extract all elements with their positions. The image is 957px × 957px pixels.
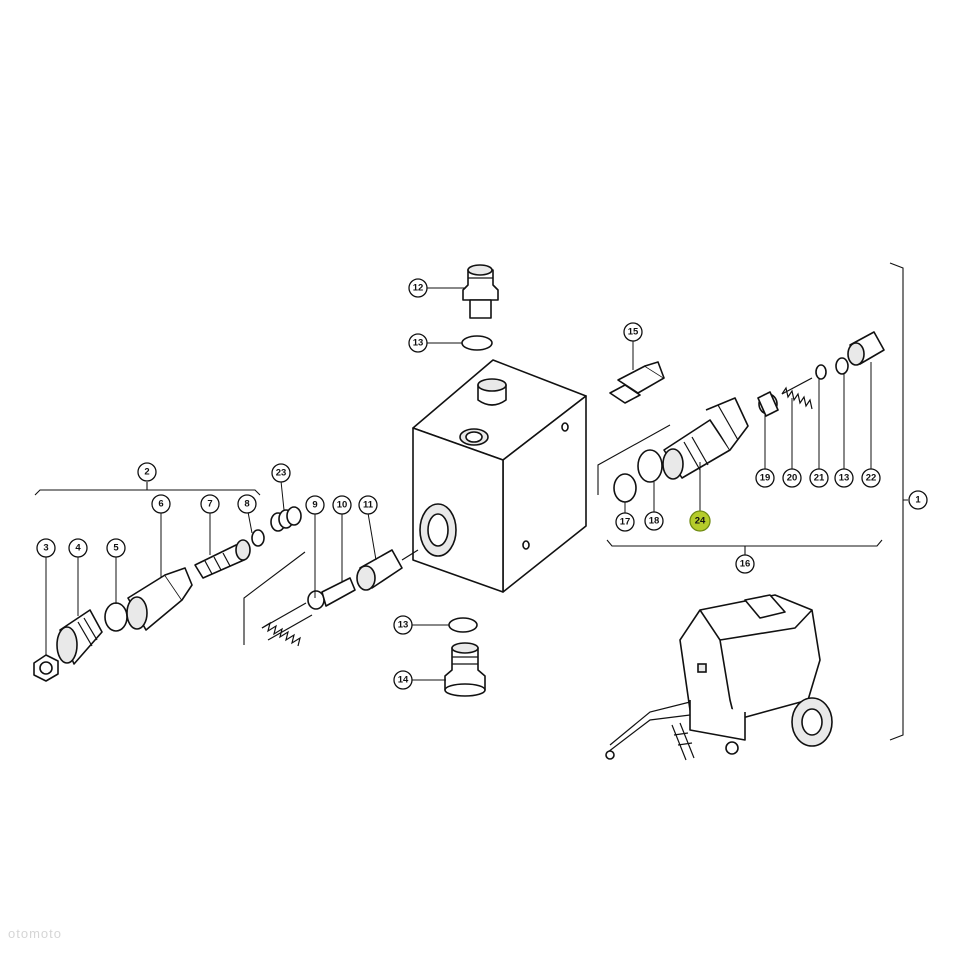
svg-text:5: 5	[113, 543, 119, 554]
part-14-fitting	[444, 642, 486, 697]
svg-text:4: 4	[75, 543, 81, 554]
callout-15: 15	[623, 322, 643, 342]
part-24-cartridge	[662, 397, 749, 480]
callout-13-top: 13	[408, 333, 428, 353]
part-19-cup	[757, 391, 779, 417]
svg-text:10: 10	[337, 500, 348, 511]
svg-text:17: 17	[620, 517, 631, 528]
callout-11: 11	[358, 495, 378, 515]
svg-text:13: 13	[839, 473, 850, 484]
part-8-ring	[251, 529, 265, 547]
part-3-nut	[33, 654, 59, 682]
part-18-ring	[637, 449, 663, 483]
bracket-part-15	[597, 424, 671, 495]
callout-22: 22	[861, 468, 881, 488]
svg-text:1: 1	[915, 495, 921, 506]
bracket-group-2	[34, 482, 261, 496]
svg-text:23: 23	[276, 468, 287, 479]
part-20-spring	[781, 377, 813, 410]
callout-2: 2	[137, 462, 157, 482]
callout-1: 1	[908, 490, 928, 510]
callout-23: 23	[271, 463, 291, 483]
svg-text:16: 16	[740, 559, 751, 570]
part-23-washers	[270, 506, 302, 532]
svg-text:15: 15	[628, 327, 639, 338]
part-22-plug	[847, 331, 885, 366]
part-11-seat	[356, 549, 419, 591]
callout-5: 5	[106, 538, 126, 558]
bracket-spring-9	[243, 551, 306, 645]
part-5-ring	[104, 602, 128, 632]
watermark: otomoto	[8, 926, 62, 941]
svg-text:11: 11	[363, 500, 374, 511]
baler-machine-illustration	[605, 594, 833, 761]
part-17-oring	[613, 473, 637, 503]
callout-7: 7	[200, 494, 220, 514]
callout-21: 21	[809, 468, 829, 488]
callout-16: 16	[735, 554, 755, 574]
part-4-cap	[56, 609, 103, 665]
callout-8: 8	[237, 494, 257, 514]
valve-block	[412, 359, 587, 593]
svg-text:2: 2	[144, 467, 149, 478]
callout-6: 6	[151, 494, 171, 514]
callout-13-right: 13	[834, 468, 854, 488]
callout-24-highlighted: 24	[689, 510, 711, 532]
callout-19: 19	[755, 468, 775, 488]
svg-text:20: 20	[787, 473, 798, 484]
part-13-seal-right	[835, 357, 849, 375]
part-7-screw	[194, 539, 251, 579]
svg-text:6: 6	[158, 499, 163, 510]
svg-text:12: 12	[413, 283, 424, 294]
part-13-seal-bottom	[448, 617, 478, 633]
part-9-spring	[261, 602, 313, 647]
callout-13-bottom: 13	[393, 615, 413, 635]
svg-text:19: 19	[760, 473, 771, 484]
svg-text:9: 9	[312, 500, 317, 511]
svg-text:13: 13	[398, 620, 409, 631]
callout-14: 14	[393, 670, 413, 690]
svg-text:3: 3	[43, 543, 48, 554]
part-6-body	[126, 567, 193, 631]
callout-18: 18	[644, 511, 664, 531]
svg-text:13: 13	[413, 338, 424, 349]
bracket-group-1	[889, 262, 908, 741]
callout-12: 12	[408, 278, 428, 298]
part-10-poppet	[307, 577, 356, 610]
callout-20: 20	[782, 468, 802, 488]
part-13-seal-top	[461, 335, 493, 351]
leader-lines	[45, 287, 872, 681]
svg-text:22: 22	[866, 473, 877, 484]
svg-text:24: 24	[695, 516, 706, 527]
callout-9: 9	[305, 495, 325, 515]
callout-10: 10	[332, 495, 352, 515]
part-15-pin	[609, 361, 665, 404]
part-21-pin	[815, 364, 827, 380]
part-12-fitting	[462, 264, 499, 319]
svg-text:21: 21	[814, 473, 825, 484]
callout-17: 17	[615, 512, 635, 532]
svg-text:8: 8	[244, 499, 249, 510]
callout-4: 4	[68, 538, 88, 558]
svg-text:14: 14	[398, 675, 409, 686]
callout-3: 3	[36, 538, 56, 558]
bracket-group-16	[606, 539, 883, 555]
svg-text:18: 18	[649, 516, 660, 527]
svg-text:7: 7	[207, 499, 212, 510]
